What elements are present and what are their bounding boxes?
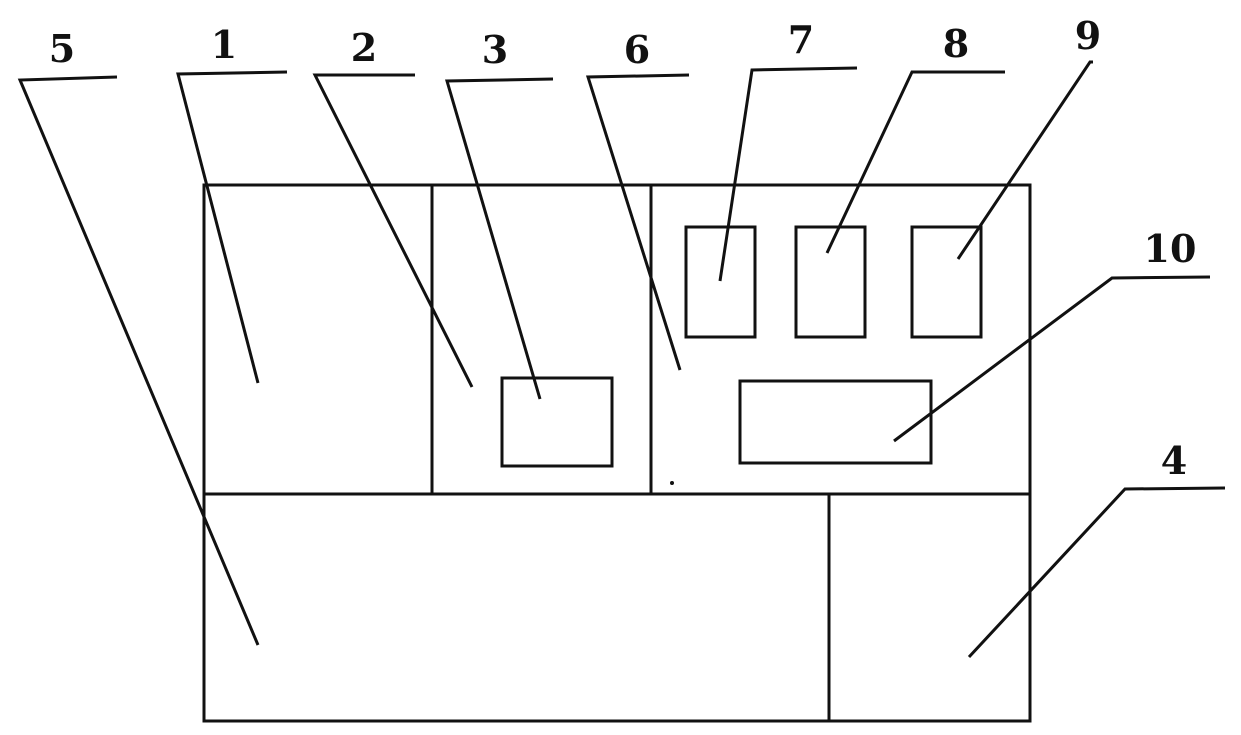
label-3: 3 bbox=[482, 27, 508, 72]
component-10-box bbox=[738, 379, 933, 465]
leader-line-9 bbox=[956, 60, 1093, 260]
leader-line-7 bbox=[718, 66, 858, 282]
leader-line-5 bbox=[17, 75, 260, 646]
stray-dot bbox=[670, 481, 674, 485]
component-7-box bbox=[684, 225, 757, 339]
label-5: 5 bbox=[49, 26, 75, 71]
label-7: 7 bbox=[788, 17, 814, 62]
component-9-box bbox=[910, 225, 983, 339]
leader-line-3 bbox=[445, 77, 554, 400]
label-10: 10 bbox=[1144, 226, 1197, 271]
label-6: 6 bbox=[624, 27, 650, 72]
leader-line-4 bbox=[967, 486, 1226, 659]
label-8: 8 bbox=[943, 21, 969, 66]
label-1: 1 bbox=[211, 22, 237, 67]
leader-line-1 bbox=[176, 70, 288, 384]
component-8-box bbox=[794, 225, 867, 339]
label-9: 9 bbox=[1075, 13, 1101, 58]
label-4: 4 bbox=[1161, 438, 1187, 483]
leader-line-6 bbox=[585, 73, 690, 371]
component-3-box bbox=[500, 376, 614, 468]
leader-line-2 bbox=[312, 73, 474, 388]
leader-line-8 bbox=[825, 70, 1005, 254]
leader-line-10 bbox=[893, 275, 1211, 443]
label-2: 2 bbox=[351, 25, 377, 70]
outer-frame bbox=[202, 183, 1032, 723]
